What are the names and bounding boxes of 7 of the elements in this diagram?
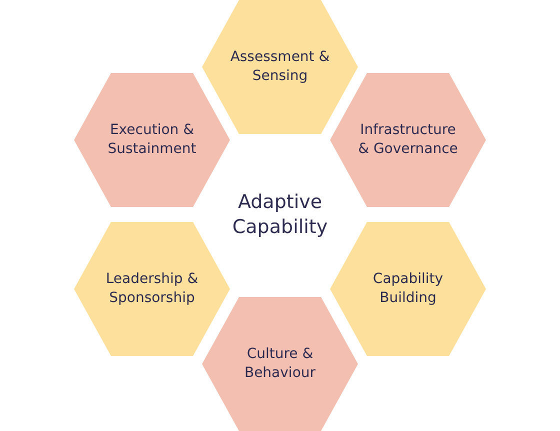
hexagon-label: Culture & Behaviour bbox=[243, 345, 317, 383]
hexagon-label: Execution & Sustainment bbox=[106, 121, 198, 159]
hexagon-label: Capability Building bbox=[372, 270, 444, 308]
center-title: Adaptive Capability bbox=[231, 190, 329, 240]
hexagon-label: Assessment & Sensing bbox=[229, 48, 331, 86]
hexagon-label: Infrastructure & Governance bbox=[357, 121, 459, 159]
hexagon-label: Leadership & Sponsorship bbox=[104, 270, 200, 308]
